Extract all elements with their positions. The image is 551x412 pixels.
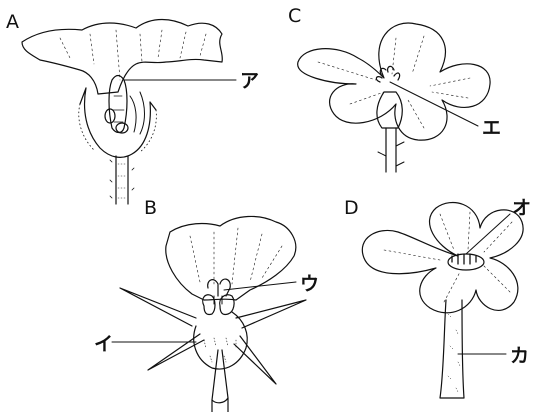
flower-d-tube [440, 300, 464, 398]
flower-b-sepals [120, 288, 306, 400]
callout-b-label-i: イ [94, 333, 113, 355]
flower-a-petal [22, 20, 222, 95]
flower-a-petal-veins [60, 30, 206, 80]
panel-b-letter: B [144, 197, 157, 219]
callout-a-label: ア [240, 70, 259, 92]
panel-a-letter: A [6, 11, 19, 33]
flower-b-ovary [194, 312, 248, 369]
panel-b: B ウ イ [94, 197, 319, 412]
callout-b-label-u: ウ [300, 273, 319, 295]
panel-c-letter: C [288, 5, 301, 27]
panel-a: A ア [6, 11, 259, 204]
callout-c-label: エ [482, 117, 501, 139]
callout-b-line-u [224, 282, 296, 290]
flower-c-petals [298, 23, 490, 140]
flower-d-corolla [362, 202, 523, 312]
callout-d-label-o: オ [512, 197, 531, 219]
flower-b-petal [166, 216, 296, 300]
panel-d: D オ カ [344, 197, 531, 398]
flower-b-petal-veins [190, 228, 282, 284]
callout-c-line [390, 82, 478, 126]
callout-d-label-ka: カ [510, 345, 529, 367]
panel-c: C エ [288, 5, 501, 172]
flower-d-throat [448, 254, 484, 270]
flower-a-stem [116, 156, 128, 204]
flower-c-stem [386, 128, 396, 172]
panel-d-letter: D [344, 197, 359, 219]
flower-b-stamens [208, 279, 231, 296]
